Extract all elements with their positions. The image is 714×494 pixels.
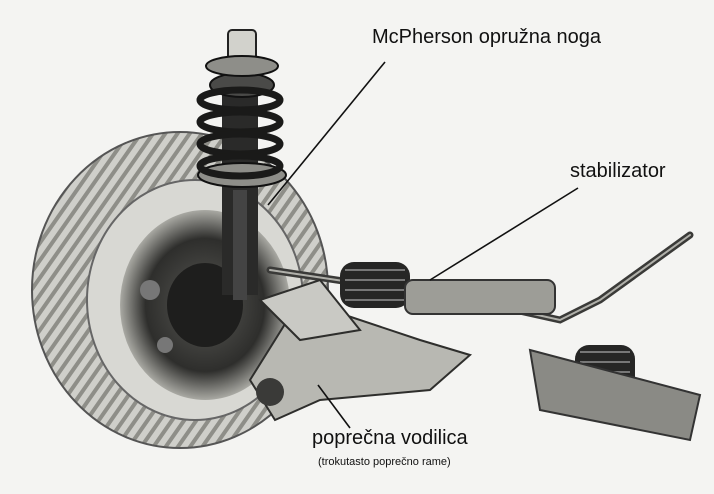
- control-arm-label: poprečna vodilica: [312, 427, 468, 450]
- strut-label: McPherson opružna noga: [372, 26, 601, 49]
- control-arm-sublabel: (trokutasto poprečno rame): [318, 456, 451, 468]
- strut-leader-line: [268, 62, 385, 205]
- stabilizer-label: stabilizator: [570, 160, 666, 183]
- stabilizer-leader-line: [430, 188, 578, 280]
